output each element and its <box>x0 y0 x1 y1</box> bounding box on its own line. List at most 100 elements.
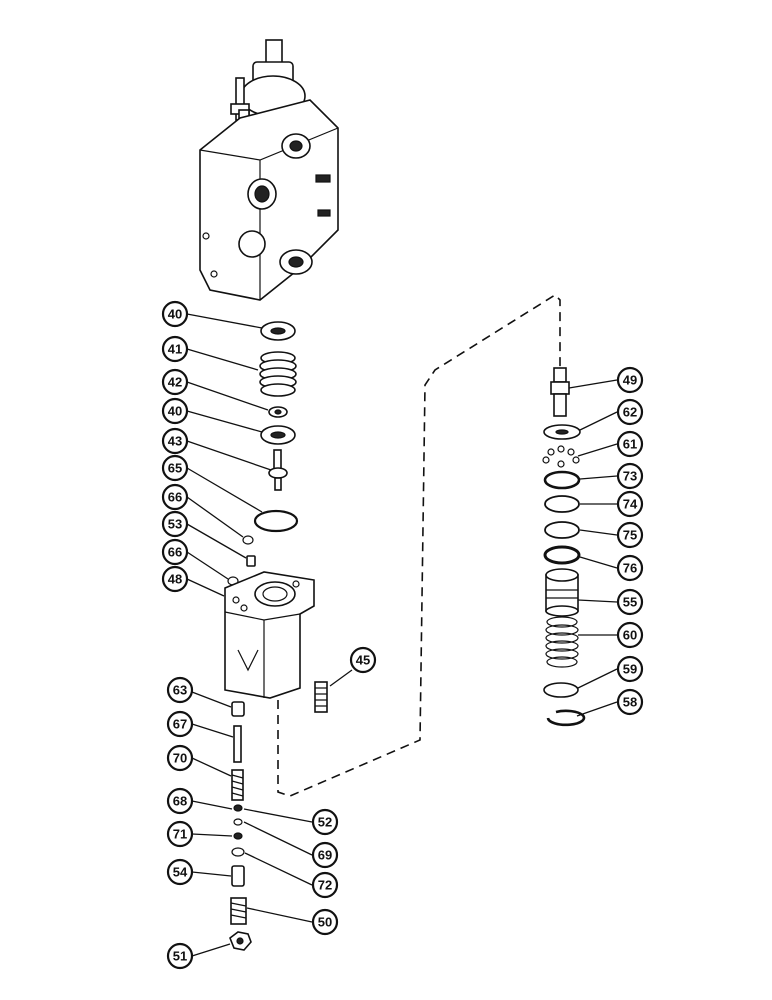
callout-66-upper: 66 <box>161 483 189 511</box>
callout-label: 66 <box>168 545 182 560</box>
callout-label: 67 <box>173 717 187 732</box>
callout-48: 48 <box>161 565 189 593</box>
washer-42 <box>268 406 288 418</box>
disc-59 <box>543 682 579 698</box>
callout-label: 75 <box>623 528 637 543</box>
callout-66-lower: 66 <box>161 538 189 566</box>
callout-label: 59 <box>623 662 637 677</box>
callout-41: 41 <box>161 335 189 363</box>
callout-label: 65 <box>168 461 182 476</box>
callout-label: 52 <box>318 815 332 830</box>
callout-63: 63 <box>166 676 194 704</box>
callout-59: 59 <box>616 655 644 683</box>
ring-73 <box>543 470 581 490</box>
callout-61: 61 <box>616 430 644 458</box>
callout-label: 54 <box>173 865 188 880</box>
ring-76 <box>543 545 581 565</box>
callout-67: 67 <box>166 710 194 738</box>
spring-70 <box>231 769 244 801</box>
callout-74: 74 <box>616 490 644 518</box>
callout-69: 69 <box>311 841 339 869</box>
callout-label: 41 <box>168 342 182 357</box>
leader-lines <box>186 313 618 957</box>
callout-55: 55 <box>616 588 644 616</box>
callout-label: 51 <box>173 949 187 964</box>
spring-41 <box>259 351 297 397</box>
callout-40-lower: 40 <box>161 397 189 425</box>
balls-61 <box>542 445 580 468</box>
valve-body <box>199 39 339 301</box>
callout-label: 72 <box>318 878 332 893</box>
callout-label: 66 <box>168 490 182 505</box>
plug-63 <box>231 701 245 717</box>
callout-label: 63 <box>173 683 187 698</box>
seat-washer-40-upper <box>260 321 296 341</box>
callout-43: 43 <box>161 427 189 455</box>
callout-label: 48 <box>168 572 182 587</box>
callout-68: 68 <box>166 787 194 815</box>
nut-51 <box>229 931 252 951</box>
callout-65: 65 <box>161 454 189 482</box>
callout-label: 55 <box>623 595 637 610</box>
ring-52 <box>233 804 243 812</box>
callout-label: 61 <box>623 437 637 452</box>
callout-label: 49 <box>623 373 637 388</box>
ring-72 <box>231 847 245 857</box>
seat-washer-40-lower <box>260 425 296 445</box>
callout-52: 52 <box>311 808 339 836</box>
callout-label: 53 <box>168 517 182 532</box>
callout-label: 68 <box>173 794 187 809</box>
callout-label: 50 <box>318 915 332 930</box>
valve-49 <box>550 367 570 417</box>
pin-67 <box>233 725 242 763</box>
snap-ring-58 <box>546 709 586 727</box>
callout-62: 62 <box>616 398 644 426</box>
spring-60 <box>545 616 579 668</box>
callout-label: 71 <box>173 827 187 842</box>
callout-label: 69 <box>318 848 332 863</box>
callout-53: 53 <box>161 510 189 538</box>
callout-54: 54 <box>166 858 194 886</box>
callout-label: 45 <box>356 653 370 668</box>
callout-58: 58 <box>616 688 644 716</box>
callout-40-upper: 40 <box>161 300 189 328</box>
callout-label: 42 <box>168 375 182 390</box>
poppet-54 <box>231 865 245 887</box>
callout-72: 72 <box>311 871 339 899</box>
callout-label: 60 <box>623 628 637 643</box>
callout-label: 43 <box>168 434 182 449</box>
callout-75: 75 <box>616 521 644 549</box>
pin-53 <box>246 555 256 567</box>
ring-69 <box>233 818 243 826</box>
callout-42: 42 <box>161 368 189 396</box>
callout-45: 45 <box>349 646 377 674</box>
o-ring-65 <box>253 509 299 533</box>
callout-50: 50 <box>311 908 339 936</box>
callout-70: 70 <box>166 744 194 772</box>
housing-48 <box>224 571 315 699</box>
callout-76: 76 <box>616 554 644 582</box>
callout-label: 76 <box>623 561 637 576</box>
callout-71: 71 <box>166 820 194 848</box>
dashed-connection-line <box>277 293 561 797</box>
bolt-43 <box>268 449 288 491</box>
screw-45 <box>314 681 328 713</box>
ring-71 <box>233 832 243 840</box>
callout-49: 49 <box>616 366 644 394</box>
callout-label: 70 <box>173 751 187 766</box>
callout-label: 73 <box>623 469 637 484</box>
ring-74 <box>544 495 580 513</box>
washer-62 <box>543 424 581 440</box>
spring-50 <box>230 897 247 925</box>
callout-label: 40 <box>168 404 182 419</box>
o-ring-66-upper <box>242 535 254 545</box>
callout-60: 60 <box>616 621 644 649</box>
ring-75 <box>544 521 580 539</box>
callout-51: 51 <box>166 942 194 970</box>
callout-73: 73 <box>616 462 644 490</box>
sleeve-55 <box>545 568 579 617</box>
callout-label: 40 <box>168 307 182 322</box>
callout-label: 62 <box>623 405 637 420</box>
callout-label: 74 <box>623 497 638 512</box>
